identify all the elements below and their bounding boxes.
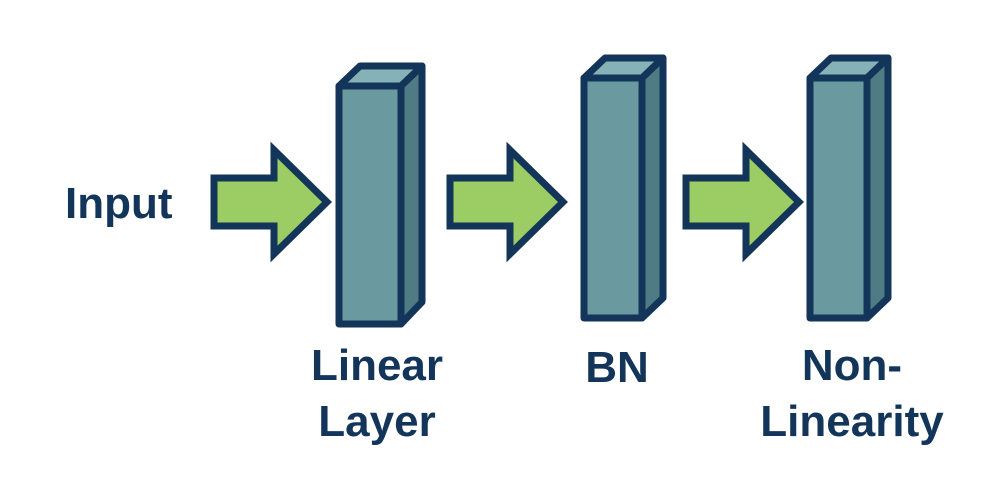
arrow-bn-to-nonlinearity (682, 141, 804, 263)
block-bn (580, 54, 667, 322)
arrow-input-to-linear (210, 141, 332, 263)
arrow-linear-to-bn (446, 141, 568, 263)
block-linear-layer-front (335, 82, 405, 328)
block-nonlinearity-front (806, 74, 871, 322)
label-bn: BN (585, 343, 649, 392)
label-linear-layer-line1: Linear (311, 341, 443, 390)
input-label: Input (65, 179, 173, 228)
block-nonlinearity (806, 54, 892, 322)
label-linear-layer-line2: Layer (318, 397, 435, 446)
block-bn-front (580, 74, 646, 322)
label-nonlinearity-line1: Non- (802, 341, 902, 390)
label-nonlinearity-line2: Linearity (760, 397, 944, 446)
block-linear-layer (335, 62, 426, 328)
